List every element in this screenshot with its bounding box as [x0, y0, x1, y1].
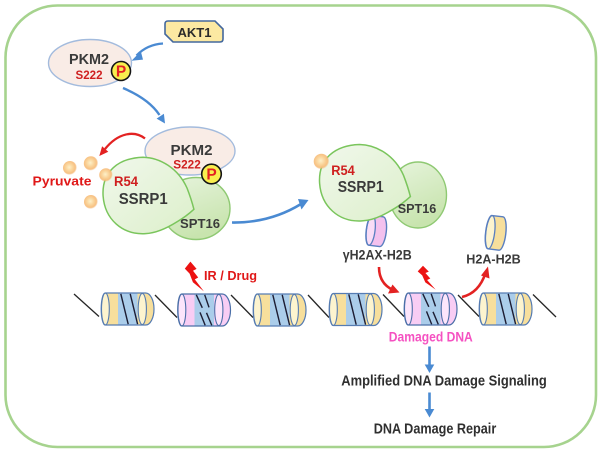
svg-text:P: P: [116, 64, 126, 81]
svg-text:S222: S222: [76, 68, 103, 82]
svg-text:γH2AX-H2B: γH2AX-H2B: [343, 246, 412, 262]
svg-text:AKT1: AKT1: [178, 25, 212, 40]
svg-text:R54: R54: [331, 163, 355, 178]
svg-text:Amplified DNA Damage Signaling: Amplified DNA Damage Signaling: [341, 373, 547, 390]
svg-text:PKM2: PKM2: [171, 142, 213, 159]
svg-text:SSRP1: SSRP1: [119, 191, 168, 208]
svg-text:S222: S222: [173, 158, 201, 172]
svg-text:SPT16: SPT16: [180, 216, 220, 231]
svg-text:IR / Drug: IR / Drug: [204, 268, 257, 283]
svg-text:DNA Damage Repair: DNA Damage Repair: [374, 421, 497, 438]
svg-text:Damaged DNA: Damaged DNA: [389, 330, 473, 345]
svg-text:H2A-H2B: H2A-H2B: [466, 253, 521, 267]
svg-text:R54: R54: [114, 174, 138, 189]
svg-text:Pyruvate: Pyruvate: [33, 175, 92, 189]
svg-text:P: P: [206, 167, 216, 184]
svg-text:PKM2: PKM2: [69, 51, 109, 68]
svg-text:SPT16: SPT16: [398, 201, 437, 216]
svg-text:SSRP1: SSRP1: [338, 179, 384, 196]
